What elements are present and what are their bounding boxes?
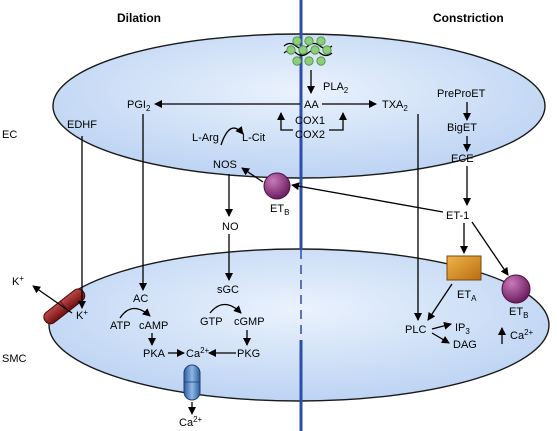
cgmp-label: cGMP [234, 316, 265, 328]
biget-label: BigET [447, 122, 477, 134]
camp-label: cAMP [139, 320, 168, 332]
constriction-header: Constriction [433, 11, 504, 25]
etb-ec-label: ETB [270, 203, 289, 217]
preproet-label: PreProET [437, 88, 486, 100]
smooth-muscle-cell [48, 248, 550, 402]
k-out-label: K+ [12, 274, 24, 288]
ca-channel-icon [183, 364, 201, 401]
edhf-label: EDHF [67, 119, 97, 131]
plc-label: PLC [405, 324, 426, 336]
dag-label: DAG [453, 339, 477, 351]
pathway-arrows [32, 70, 509, 415]
nos-label: NOS [213, 159, 237, 171]
etb-receptor-ec [263, 172, 291, 200]
l-arg-label: L-Arg [192, 132, 219, 144]
k-in-label: K+ [76, 308, 88, 322]
dilation-header: Dilation [117, 11, 161, 25]
ca-out-label: Ca2+ [179, 415, 203, 429]
pka-label: PKA [143, 348, 166, 360]
pkg-label: PKG [237, 348, 260, 360]
ece-label: ECE [451, 153, 474, 165]
etb-smc-label: ETB [509, 306, 528, 320]
smc-label: SMC [2, 353, 27, 365]
cox2-label: COX2 [295, 129, 325, 141]
ec-label: EC [2, 129, 17, 141]
txa2-label: TXA2 [382, 99, 408, 113]
pla2-label: PLA2 [323, 81, 349, 95]
aa-label: AA [304, 99, 319, 111]
eta-receptor-icon [446, 255, 482, 281]
sgc-label: sGC [217, 284, 239, 296]
gtp-label: GTP [200, 316, 223, 328]
eta-label: ETA [457, 289, 477, 303]
l-cit-label: L-Cit [242, 132, 265, 144]
ac-label: AC [133, 293, 148, 305]
etb-receptor-smc [501, 274, 531, 304]
ca-label: Ca2+ [186, 346, 210, 360]
cox1-label: COX1 [295, 115, 325, 127]
ip3-label: IP3 [455, 322, 470, 336]
pgi2-label: PGI2 [127, 99, 151, 113]
et1-label: ET-1 [446, 210, 469, 222]
ca-rise-label: Ca2+ [510, 328, 534, 342]
no-label: NO [222, 221, 239, 233]
k-channel-icon [43, 288, 86, 325]
membrane-lipids-icon [283, 36, 333, 66]
atp-label: ATP [110, 320, 131, 332]
endothelial-cell [52, 33, 546, 179]
